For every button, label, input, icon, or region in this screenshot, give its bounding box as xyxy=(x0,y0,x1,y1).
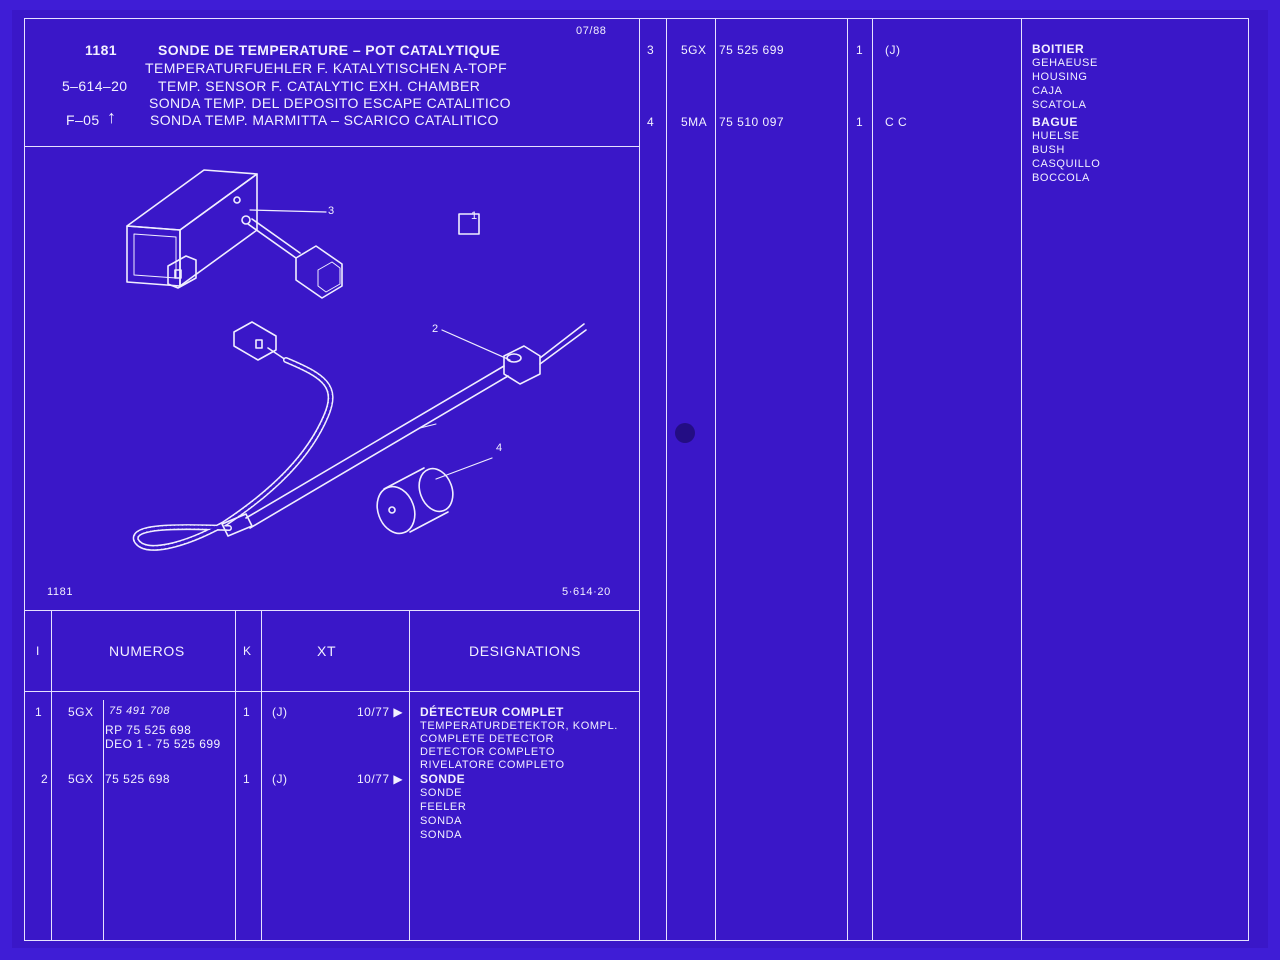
row-prefix: 5MA xyxy=(681,115,708,129)
col-index xyxy=(51,610,52,941)
row-desig-it: SCATOLA xyxy=(1032,99,1087,111)
fig-arrow-icon: ↑ xyxy=(107,107,117,127)
row-qty: 1 xyxy=(856,115,864,129)
row-desig-fr: BAGUE xyxy=(1032,115,1078,129)
row-code: (J) xyxy=(272,705,288,719)
divider-right-index xyxy=(666,18,667,941)
row-desig-en: BUSH xyxy=(1032,144,1065,156)
divider-table-header xyxy=(24,691,639,692)
divider-illustration xyxy=(24,610,639,611)
illustration-footer-left: 1181 xyxy=(47,586,74,598)
divider-header xyxy=(24,146,639,147)
row-index: 3 xyxy=(647,43,655,57)
divider-right-qty xyxy=(872,18,873,941)
row-desig-es: CAJA xyxy=(1032,85,1063,97)
row-note-rp: RP 75 525 698 xyxy=(105,723,192,737)
row-desig-it: BOCCOLA xyxy=(1032,172,1090,184)
row-code: (J) xyxy=(272,772,288,786)
divider-right-number xyxy=(715,18,716,941)
title-it: SONDA TEMP. MARMITTA – SCARICO CATALITIC… xyxy=(150,112,499,128)
fig-ref: F–05 xyxy=(66,112,100,128)
row-qty: 1 xyxy=(856,43,864,57)
row-desig-fr: SONDE xyxy=(420,772,466,786)
header-xt: XT xyxy=(317,643,337,659)
header-k: K xyxy=(243,644,252,658)
title-en: TEMP. SENSOR F. CATALYTIC EXH. CHAMBER xyxy=(158,78,481,94)
outer-border xyxy=(24,18,1249,941)
header-numbers: NUMEROS xyxy=(109,643,185,659)
row-desig-de: TEMPERATURDETEKTOR, KOMPL. xyxy=(420,720,618,732)
row-code: C C xyxy=(885,115,908,129)
row-desig-it: RIVELATORE COMPLETO xyxy=(420,759,565,771)
exploded-diagram xyxy=(126,169,587,551)
header-designations: DESIGNATIONS xyxy=(469,643,581,659)
callout-3: 3 xyxy=(328,205,335,217)
row-date: 10/77 ▶ xyxy=(357,772,404,786)
row-date: 10/77 ▶ xyxy=(357,705,404,719)
title-es: SONDA TEMP. DEL DEPOSITO ESCAPE CATALITI… xyxy=(149,95,511,111)
title-fr: SONDE DE TEMPERATURE – POT CATALYTIQUE xyxy=(158,42,501,58)
row-desig-en: COMPLETE DETECTOR xyxy=(420,733,555,745)
sensor-part xyxy=(132,321,587,551)
row-desig-de: SONDE xyxy=(420,787,463,799)
parts-sheet: 1181 07/88 5–614–20 F–05 ↑ SONDE DE TEMP… xyxy=(12,10,1268,948)
row-qty: 1 xyxy=(243,772,251,786)
row-number: 75 491 708 xyxy=(109,705,171,717)
ref-code: 5–614–20 xyxy=(62,78,128,94)
row-number: 75 510 097 xyxy=(719,115,785,129)
divider-left-panel xyxy=(639,18,640,941)
divider-right-desig xyxy=(1021,18,1022,941)
row-desig-fr: BOITIER xyxy=(1032,42,1085,56)
title-de: TEMPERATURFUEHLER F. KATALYTISCHEN A-TOP… xyxy=(145,60,508,76)
row-desig-es: SONDA xyxy=(420,815,463,827)
illustration-footer-right: 5·614·20 xyxy=(562,586,611,598)
row-number: 75 525 698 xyxy=(105,772,171,786)
bush-part xyxy=(376,467,454,535)
row-desig-es: CASQUILLO xyxy=(1032,158,1101,170)
col-number-prefix xyxy=(103,700,104,941)
row-prefix: 5GX xyxy=(68,772,94,786)
row-note-deo: DEO 1 - 75 525 699 xyxy=(105,737,221,751)
housing-part xyxy=(126,169,343,299)
header-date: 07/88 xyxy=(576,25,607,37)
row-code: (J) xyxy=(885,43,901,57)
row-index: 4 xyxy=(647,115,655,129)
row-prefix: 5GX xyxy=(68,705,94,719)
row-desig-en: HOUSING xyxy=(1032,71,1088,83)
row-desig-de: HUELSE xyxy=(1032,130,1080,142)
illustration-box-label: 1 xyxy=(471,210,478,222)
row-desig-de: GEHAEUSE xyxy=(1032,57,1098,69)
row-prefix: 5GX xyxy=(681,43,707,57)
row-index: 1 xyxy=(35,705,43,719)
callout-4: 4 xyxy=(496,442,503,454)
row-number: 75 525 699 xyxy=(719,43,785,57)
col-numbers xyxy=(235,610,236,941)
group-code: 1181 xyxy=(85,42,117,58)
header-index: I xyxy=(36,644,40,658)
divider-right-numcode xyxy=(847,18,848,941)
film-blemish xyxy=(675,423,695,443)
col-k xyxy=(261,610,262,941)
row-desig-it: SONDA xyxy=(420,829,463,841)
row-index: 2 xyxy=(41,772,49,786)
col-xt xyxy=(409,610,410,941)
row-qty: 1 xyxy=(243,705,251,719)
row-desig-es: DETECTOR COMPLETO xyxy=(420,746,556,758)
row-desig-en: FEELER xyxy=(420,801,467,813)
callout-2: 2 xyxy=(432,323,439,335)
row-desig-fr: DÉTECTEUR COMPLET xyxy=(420,705,564,719)
